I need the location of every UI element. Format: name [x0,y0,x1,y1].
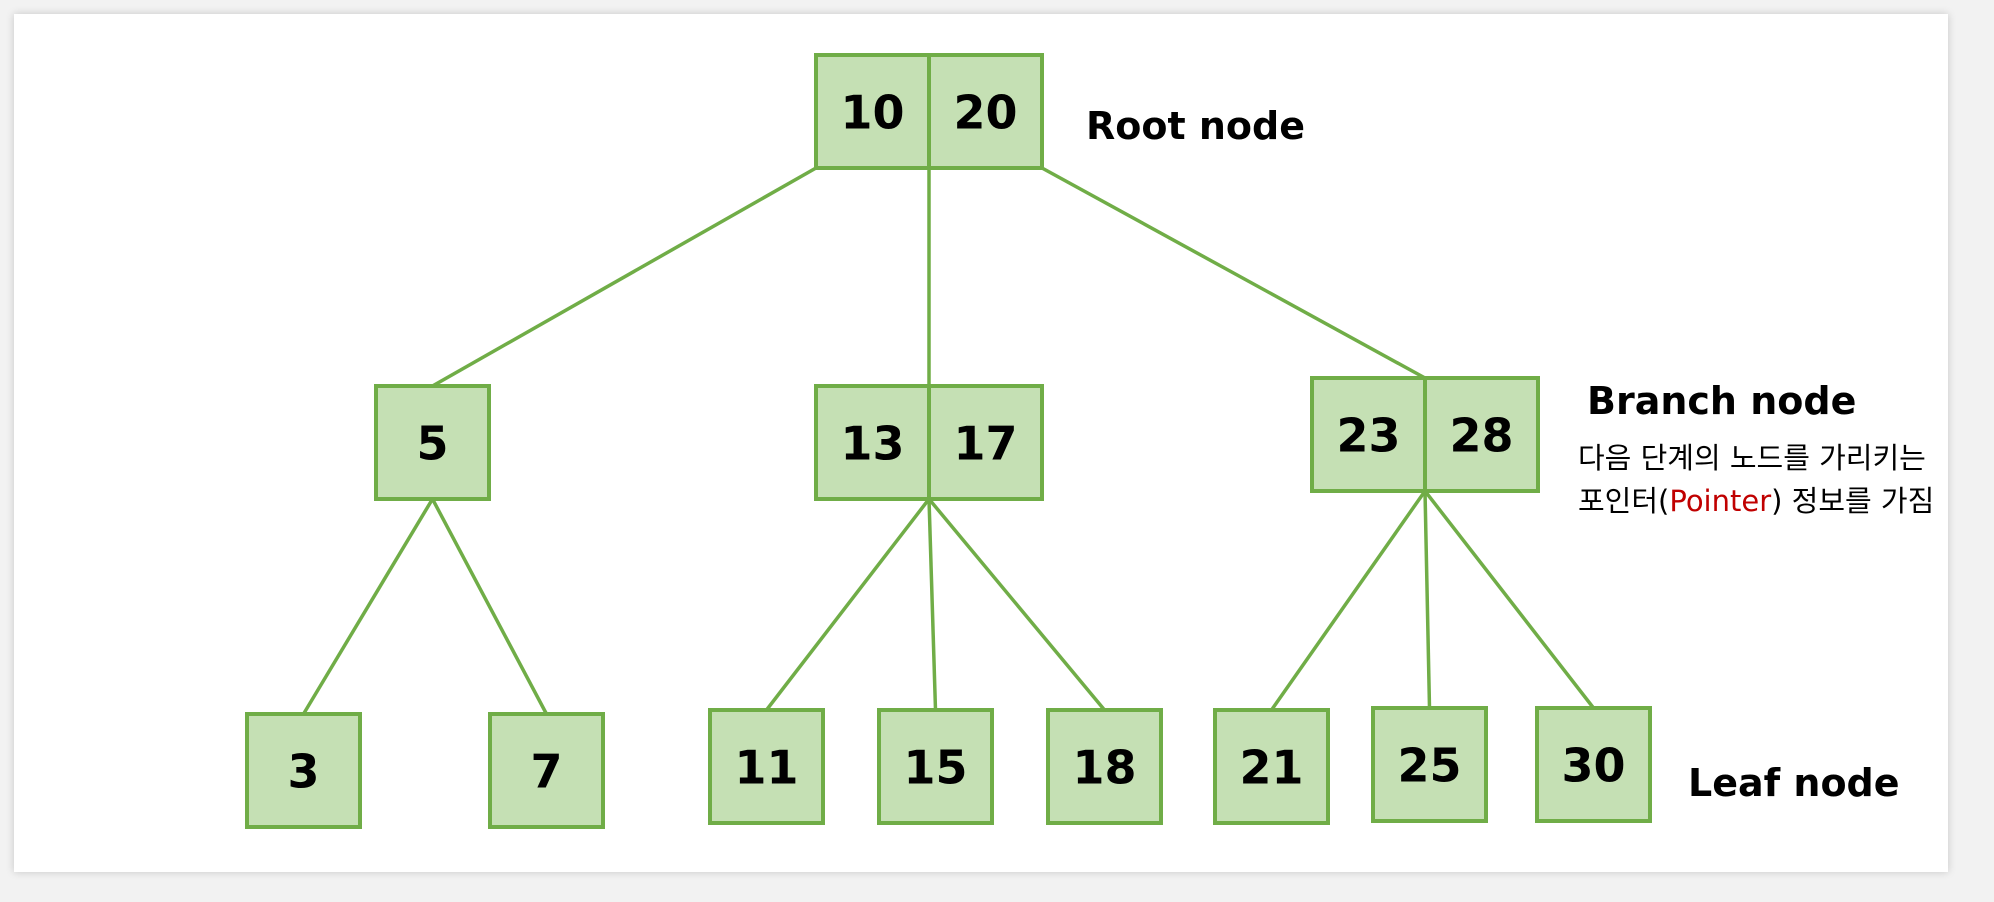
tree-svg: 10 20 5 13 17 23 28 3 7 11 15 18 21 25 30 Root node Br… [245,53,1934,829]
leaf-node-key: 30 [1561,739,1625,793]
leaf-node-key: 15 [903,741,967,795]
leaf-node-key: 3 [287,745,319,799]
branch-node-key: 28 [1449,409,1513,463]
root-node-cell [927,53,1044,170]
edge-branch-leaf-7 [1423,490,1432,709]
annotation-line-2-after: ) 정보를 가짐 [1771,484,1934,518]
branch-node-key: 13 [840,417,904,471]
edge-root-branch-1 [431,166,817,388]
root-node-label: Root node [1086,104,1305,148]
root-node: 10 20 [814,53,1044,170]
node-layer: 10 20 5 13 17 23 28 3 7 11 15 18 21 25 30 [245,53,1652,829]
root-node-key: 10 [840,86,904,140]
leaf-node-key: 11 [734,741,798,795]
annotation-line-1: 다음 단계의 노드를 가리키는 [1578,441,1926,475]
leaf-node-cell [1046,708,1163,825]
leaf-node: 11 [708,708,825,825]
leaf-node-key: 25 [1397,739,1461,793]
leaf-node: 21 [1213,708,1330,825]
branch-node: 13 17 [814,384,1044,501]
branch-node-key: 23 [1336,409,1400,463]
leaf-node-cell [1535,706,1652,823]
leaf-node: 18 [1046,708,1163,825]
leaf-node-label: Leaf node [1688,761,1900,805]
leaf-node: 7 [488,712,605,829]
edge-layer [301,166,1595,715]
annotation-line-2: 포인터(Pointer) 정보를 가짐 [1578,484,1934,518]
branch-node-cell [1310,376,1427,493]
branch-node-label: Branch node [1587,379,1856,423]
leaf-node: 25 [1371,706,1488,823]
leaf-node-cell [245,712,362,829]
leaf-node: 30 [1535,706,1652,823]
edge-branch-leaf-3 [765,497,931,712]
leaf-node: 15 [877,708,994,825]
edge-branch-leaf-1 [301,498,435,715]
branch-node-key: 5 [416,417,448,471]
leaf-node-cell [708,708,825,825]
annotation-line-2-before: 포인터( [1578,484,1669,518]
edge-branch-leaf-4 [927,498,938,711]
edge-branch-leaf-5 [927,497,1106,712]
root-node-key: 20 [953,86,1017,140]
branch-node-cell [374,384,491,501]
branch-node-key: 17 [953,417,1017,471]
pointer-highlight: Pointer [1669,484,1771,518]
leaf-node-cell [1213,708,1330,825]
b-tree-diagram: 10 20 5 13 17 23 28 3 7 11 15 18 21 25 30 Root node Br… [14,14,1948,872]
edge-branch-leaf-2 [430,498,549,715]
root-node-cell [814,53,931,170]
leaf-node-key: 18 [1072,741,1136,795]
edge-root-branch-3 [1041,166,1426,380]
edge-branch-leaf-6 [1270,489,1427,712]
leaf-node-cell [877,708,994,825]
leaf-node-key: 21 [1239,741,1303,795]
leaf-node-cell [488,712,605,829]
branch-node-cell [927,384,1044,501]
leaf-node: 3 [245,712,362,829]
leaf-node-cell [1371,706,1488,823]
branch-node: 23 28 [1310,376,1540,493]
branch-node: 5 [374,384,491,501]
branch-node-cell [1423,376,1540,493]
leaf-node-key: 7 [530,745,562,799]
edge-branch-leaf-8 [1423,489,1595,710]
branch-node-cell [814,384,931,501]
